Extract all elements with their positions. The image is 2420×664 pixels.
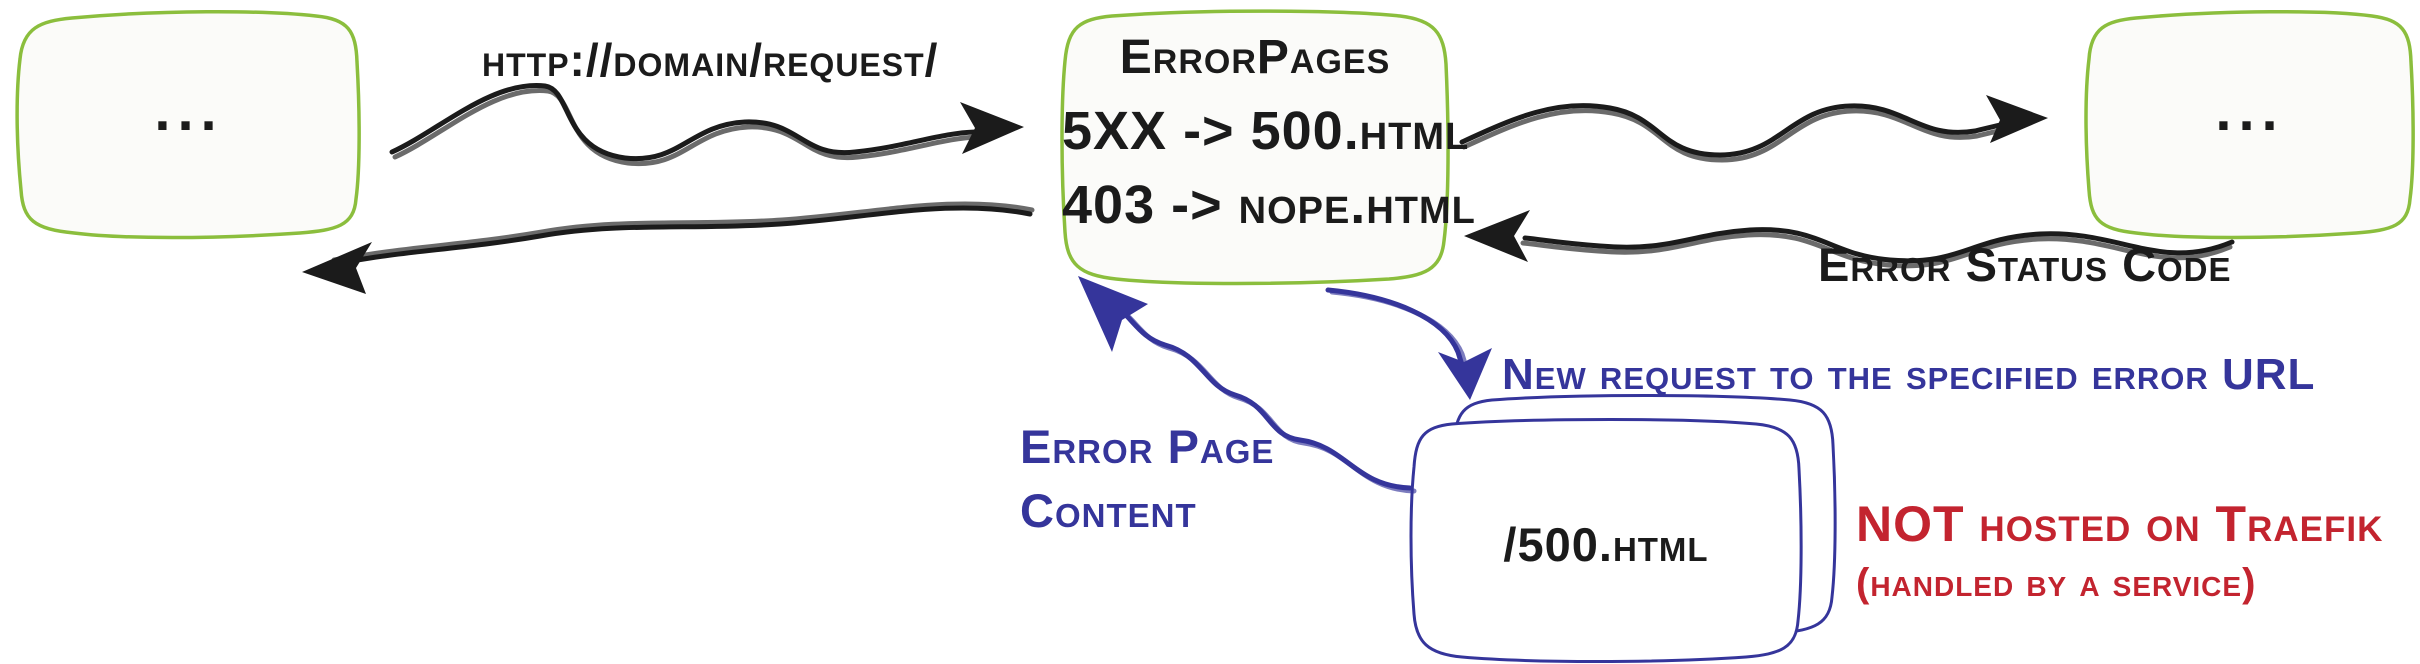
error-doc-stack <box>1409 394 1837 663</box>
arrow-right-icon <box>960 102 1024 154</box>
service-node-label: ... <box>2086 14 2414 236</box>
error-page-content-arrow <box>1078 276 1414 491</box>
error-page-content-label-line1: Error Page <box>1020 420 1275 473</box>
error-doc-label: /500.html <box>1503 518 1709 571</box>
errorpages-outline <box>1060 9 1450 286</box>
new-request-label: New request to the specified error URL <box>1502 350 2316 399</box>
new-request-arrow <box>1325 287 1492 400</box>
errorpages-middleware-box <box>1060 9 1450 286</box>
errorpages-rule-5xx: 5XX -> 500.html <box>1062 101 1470 161</box>
request-arrow <box>389 83 1024 164</box>
service-node-outline <box>2084 9 2415 240</box>
not-hosted-label-line1: NOT hosted on Traefik <box>1856 496 2384 552</box>
response-arrow-line <box>329 205 1033 267</box>
error-status-code-label: Error Status Code <box>1818 238 2232 291</box>
client-node-outline <box>15 9 361 240</box>
arrow-left-icon <box>302 242 372 294</box>
arrow-down-icon <box>1438 348 1492 400</box>
arrow-right-icon <box>1986 95 2048 143</box>
arrow-left-icon <box>1464 210 1530 262</box>
forward-arrow-line <box>1459 103 2003 158</box>
errorpages-rule-403: 403 -> nope.html <box>1062 175 1476 235</box>
service-node-dots: ... <box>2215 77 2285 143</box>
error-status-arrow-line <box>1522 227 2235 264</box>
client-node-label: ... <box>16 14 362 236</box>
arrow-up-left-icon <box>1078 276 1148 352</box>
client-node-box <box>15 9 361 240</box>
service-node-box <box>2084 9 2415 240</box>
not-hosted-label-line2: (handled by a service) <box>1856 561 2257 605</box>
forward-arrow <box>1459 95 2048 160</box>
request-arrow-line <box>389 83 978 162</box>
error-page-content-label-line2: Content <box>1020 484 1197 537</box>
errorpages-title: ErrorPages <box>1119 31 1391 84</box>
error-status-arrow <box>1464 210 2235 266</box>
request-url-label: http://domain/request/ <box>482 34 939 86</box>
client-node-dots: ... <box>154 77 224 143</box>
response-arrow <box>302 204 1032 294</box>
error-doc-front-page <box>1409 418 1803 663</box>
